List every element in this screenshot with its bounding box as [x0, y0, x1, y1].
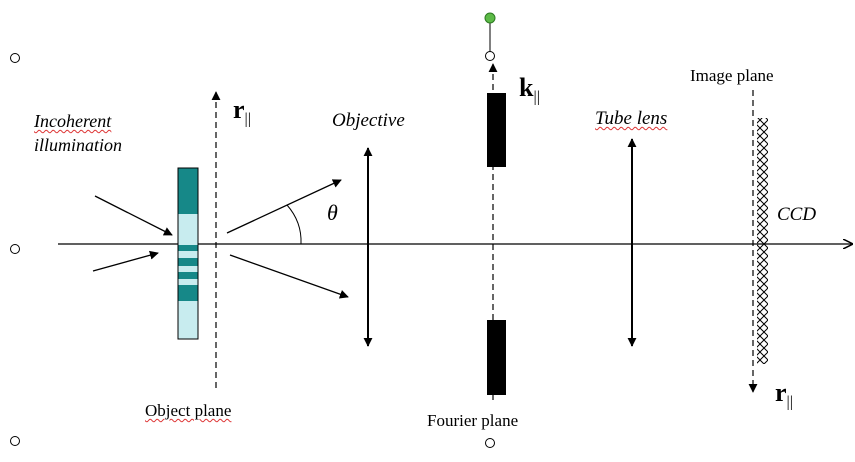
k-parallel-label: k||: [519, 75, 540, 106]
selection-handle-bottom-left[interactable]: [10, 436, 20, 446]
illumination-word: illumination: [34, 135, 123, 155]
object-plane-text: Object plane: [145, 401, 232, 420]
theta-label: θ: [327, 202, 338, 224]
tube-lens-label: Tube lens: [595, 109, 667, 128]
ccd-sensor: [757, 118, 768, 364]
diffracted-ray-upper: [226, 179, 342, 234]
r-parallel-bottom-label: r||: [775, 380, 793, 411]
aperture-block-lower: [487, 320, 506, 395]
r-parallel-top-symbol: r: [233, 95, 245, 124]
theta-symbol: θ: [327, 200, 338, 225]
image-plane-label: Image plane: [690, 67, 774, 84]
selection-handle-bottom-center[interactable]: [485, 438, 495, 448]
selection-handle-mid-left[interactable]: [10, 244, 20, 254]
r-parallel-top-subscript: ||: [244, 110, 251, 128]
r-parallel-bottom-subscript: ||: [786, 393, 793, 411]
r-parallel-bottom-symbol: r: [775, 378, 787, 407]
rotation-handle[interactable]: [484, 12, 496, 24]
fourier-plane-text: Fourier plane: [427, 411, 519, 430]
illumination-arrow-lower: [92, 250, 159, 272]
illumination-label: illumination: [34, 136, 122, 154]
r-parallel-top-label: r||: [233, 97, 251, 128]
k-parallel-symbol: k: [519, 73, 534, 102]
tube-lens-text: Tube lens: [595, 108, 668, 129]
fourier-plane-label: Fourier plane: [427, 412, 518, 429]
objective-text: Objective: [332, 110, 405, 131]
sample-slide: [177, 167, 199, 340]
k-parallel-subscript: ||: [533, 88, 540, 106]
selection-handle-top-center[interactable]: [485, 51, 495, 61]
selection-handle-top-left[interactable]: [10, 53, 20, 63]
ccd-label: CCD: [777, 205, 816, 224]
aperture-block-upper: [487, 93, 506, 167]
image-plane-text: Image plane: [690, 66, 774, 85]
incoherent-word: Incoherent: [34, 111, 112, 131]
illumination-arrow-upper: [94, 195, 173, 236]
theta-angle-arc: [286, 204, 302, 245]
diffracted-ray-lower: [229, 254, 349, 299]
objective-label: Objective: [332, 111, 405, 130]
ccd-text: CCD: [777, 204, 817, 225]
object-plane-label: Object plane: [145, 402, 231, 419]
incoherent-label: Incoherent: [34, 112, 111, 130]
